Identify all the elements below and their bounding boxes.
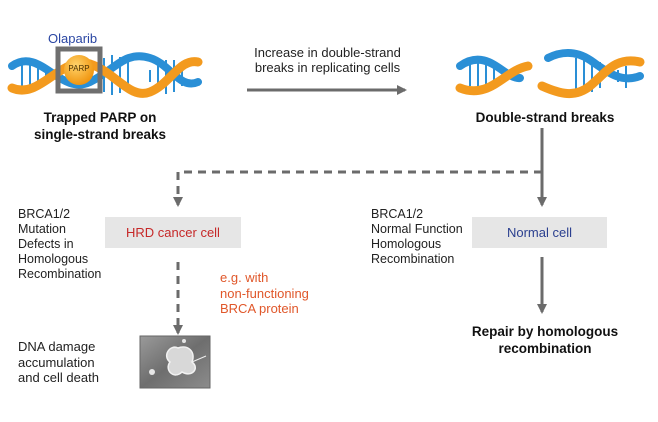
dna-helix-right	[455, 49, 645, 98]
normal-cell-box: Normal cell	[472, 217, 607, 248]
dna-helix-left	[7, 52, 203, 98]
hrd-cancer-cell-box: HRD cancer cell	[105, 217, 241, 248]
normal-cell-label: Normal cell	[506, 225, 572, 240]
right-branch-description: BRCA1/2 Normal Function Homologous Recom…	[371, 207, 463, 266]
arrow-top-text: Increase in double-strand breaks in repl…	[254, 45, 401, 75]
right-outcome: Repair by homologous recombination	[471, 324, 619, 356]
left-outcome: DNA damage accumulation and cell death	[18, 339, 99, 385]
hrd-cancer-cell-label: HRD cancer cell	[126, 225, 220, 240]
step1-title: Trapped PARP on single-strand breaks	[33, 110, 167, 142]
brca-note: e.g. with non-functioning BRCA protein	[220, 270, 309, 316]
parp-trap	[55, 46, 103, 94]
parp-label: PARP	[68, 64, 90, 73]
left-branch-description: BRCA1/2 Mutation Defects in Homologous R…	[18, 207, 102, 281]
drug-label: Olaparib	[48, 31, 98, 46]
arrow-dashed-to-hrd	[173, 170, 542, 207]
step2-title: Double-strand breaks	[475, 110, 615, 125]
dying-cell-image	[139, 335, 211, 389]
